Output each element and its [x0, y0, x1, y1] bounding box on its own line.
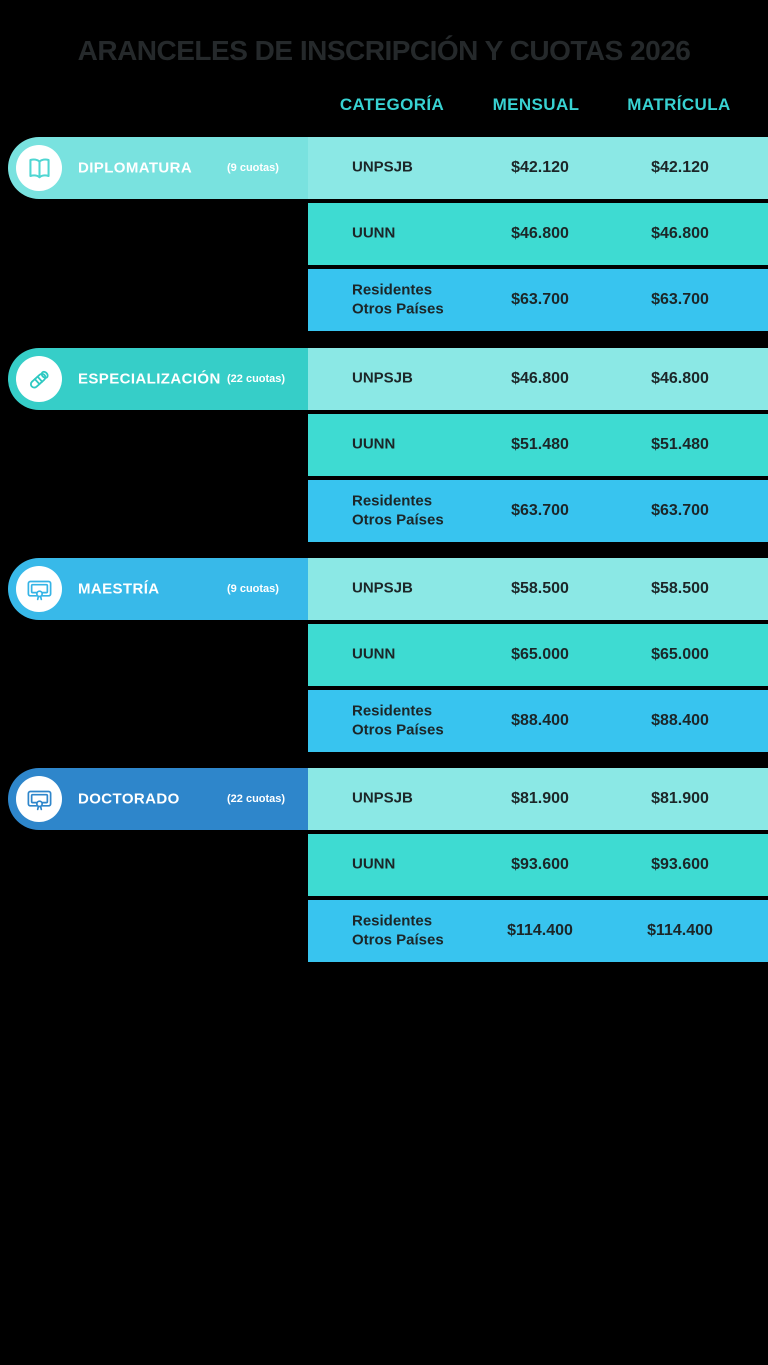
group-pill-doctorado: DOCTORADO (22 cuotas)	[8, 768, 308, 830]
column-header-categoria: CATEGORÍA	[339, 95, 445, 114]
fee-row: UNPSJB $81.900 $81.900	[308, 768, 768, 830]
icon-circle	[16, 776, 62, 822]
category-cell: UNPSJB	[352, 158, 413, 176]
mensual-cell: $65.000	[511, 646, 569, 663]
open-book-icon	[25, 154, 54, 183]
mensual-cell: $81.900	[511, 790, 569, 807]
matricula-cell: $81.900	[651, 790, 709, 807]
group-pill-maestria: MAESTRÍA (9 cuotas)	[8, 558, 308, 620]
matricula-cell: $88.400	[651, 712, 709, 729]
group-pill-diplomatura: DIPLOMATURA (9 cuotas)	[8, 137, 308, 199]
group-pill-especializacion: ESPECIALIZACIÓN (22 cuotas)	[8, 348, 308, 410]
mensual-cell: $88.400	[511, 712, 569, 729]
diploma-scroll-icon	[25, 365, 54, 394]
matricula-cell: $93.600	[651, 856, 709, 873]
category-cell: UNPSJB	[352, 789, 413, 807]
fee-row: UNPSJB $58.500 $58.500	[308, 558, 768, 620]
fee-row: Residentes Otros Países $63.700 $63.700	[308, 480, 768, 542]
fee-row: Residentes Otros Países $63.700 $63.700	[308, 269, 768, 331]
mensual-cell: $114.400	[507, 922, 573, 939]
fee-row: Residentes Otros Países $114.400 $114.40…	[308, 900, 768, 962]
group-label: DOCTORADO	[78, 790, 180, 808]
icon-circle	[16, 145, 62, 191]
icon-circle	[16, 356, 62, 402]
fee-row: Residentes Otros Países $88.400 $88.400	[308, 690, 768, 752]
group-installments: (9 cuotas)	[227, 583, 279, 595]
matricula-cell: $46.800	[651, 225, 709, 242]
mensual-cell: $58.500	[511, 580, 569, 597]
category-cell: UNPSJB	[352, 579, 413, 597]
category-cell: UNPSJB	[352, 369, 413, 387]
matricula-cell: $114.400	[647, 922, 713, 939]
mensual-cell: $93.600	[511, 856, 569, 873]
fee-row: UNPSJB $46.800 $46.800	[308, 348, 768, 410]
matricula-cell: $58.500	[651, 580, 709, 597]
group-label: ESPECIALIZACIÓN	[78, 370, 221, 388]
certificate-icon	[25, 575, 54, 604]
column-header-matricula: MATRÍCULA	[627, 95, 731, 114]
group-installments: (9 cuotas)	[227, 162, 279, 174]
mensual-cell: $63.700	[511, 502, 569, 519]
mensual-cell: $63.700	[511, 291, 569, 308]
group-diplomatura: DIPLOMATURA (9 cuotas) UNPSJB $42.120 $4…	[0, 137, 768, 331]
group-label: DIPLOMATURA	[78, 159, 193, 177]
certificate-icon	[25, 785, 54, 814]
category-cell: Residentes Otros Países	[352, 912, 444, 948]
category-cell: UUNN	[352, 645, 396, 663]
matricula-cell: $51.480	[651, 436, 709, 453]
fee-row: UNPSJB $42.120 $42.120	[308, 137, 768, 199]
mensual-cell: $42.120	[511, 159, 569, 176]
matricula-cell: $63.700	[651, 502, 709, 519]
group-installments: (22 cuotas)	[227, 373, 286, 385]
matricula-cell: $46.800	[651, 370, 709, 387]
category-cell: Residentes Otros Países	[352, 702, 444, 738]
mensual-cell: $46.800	[511, 370, 569, 387]
group-maestria: MAESTRÍA (9 cuotas) UNPSJB $58.500 $58.5…	[0, 558, 768, 752]
matricula-cell: $65.000	[651, 646, 709, 663]
category-cell: UUNN	[352, 855, 396, 873]
fee-row: UUNN $93.600 $93.600	[308, 834, 768, 896]
group-doctorado: DOCTORADO (22 cuotas) UNPSJB $81.900 $81…	[0, 768, 768, 962]
category-cell: UUNN	[352, 224, 396, 242]
mensual-cell: $46.800	[511, 225, 569, 242]
fee-row: UUNN $51.480 $51.480	[308, 414, 768, 476]
group-label: MAESTRÍA	[78, 580, 160, 598]
group-especializacion: ESPECIALIZACIÓN (22 cuotas) UNPSJB $46.8…	[0, 348, 768, 542]
icon-circle	[16, 566, 62, 612]
page-title: ARANCELES DE INSCRIPCIÓN Y CUOTAS 2026	[77, 35, 691, 66]
group-installments: (22 cuotas)	[227, 793, 286, 805]
matricula-cell: $63.700	[651, 291, 709, 308]
category-cell: Residentes Otros Países	[352, 492, 444, 528]
category-cell: UUNN	[352, 435, 396, 453]
mensual-cell: $51.480	[511, 436, 569, 453]
category-cell: Residentes Otros Países	[352, 281, 444, 317]
fee-row: UUNN $46.800 $46.800	[308, 203, 768, 265]
column-header-mensual: MENSUAL	[492, 95, 580, 114]
matricula-cell: $42.120	[651, 159, 709, 176]
fee-row: UUNN $65.000 $65.000	[308, 624, 768, 686]
